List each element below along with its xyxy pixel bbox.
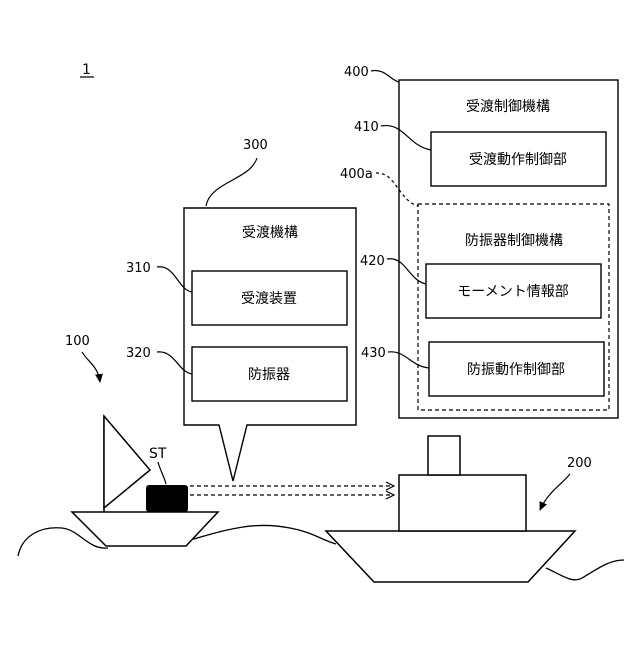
ref-430: 430 bbox=[361, 346, 386, 361]
small-ship-hull bbox=[72, 512, 218, 546]
damper-motion-control-label: 防振動作制御部 bbox=[467, 362, 565, 378]
large-ship bbox=[326, 436, 575, 582]
ref-400a: 400a bbox=[340, 167, 373, 182]
ref-310: 310 bbox=[126, 261, 151, 276]
leader-st bbox=[158, 462, 166, 484]
small-ship-sail bbox=[104, 416, 150, 508]
station-label: ST bbox=[149, 446, 167, 462]
ref-320: 320 bbox=[126, 346, 151, 361]
transfer-arrows bbox=[190, 486, 394, 495]
damper-label: 防振器 bbox=[248, 367, 290, 383]
leader-300 bbox=[206, 158, 257, 206]
leader-200 bbox=[540, 474, 570, 510]
ref-300: 300 bbox=[243, 138, 268, 153]
transfer-control-title: 受渡制御機構 bbox=[466, 99, 550, 115]
large-ship-cabin bbox=[399, 475, 526, 531]
ref-420: 420 bbox=[360, 254, 385, 269]
ref-410: 410 bbox=[354, 120, 379, 135]
ref-100: 100 bbox=[65, 334, 90, 349]
transfer-mechanism-box bbox=[184, 208, 356, 481]
moment-info-label: モーメント情報部 bbox=[457, 284, 568, 300]
transfer-control-group: 受渡制御機構 受渡動作制御部 防振器制御機構 モーメント情報部 防振動作制御部 bbox=[399, 80, 618, 418]
sea-line-middle bbox=[183, 525, 336, 544]
transfer-mechanism-title: 受渡機構 bbox=[242, 225, 298, 241]
sea-line-right bbox=[546, 560, 624, 580]
ref-200: 200 bbox=[567, 456, 592, 471]
large-ship-funnel bbox=[428, 436, 460, 475]
transfer-mechanism-group: 受渡機構 受渡装置 防振器 bbox=[184, 208, 356, 481]
damper-control-title: 防振器制御機構 bbox=[465, 233, 563, 249]
transfer-motion-control-label: 受渡動作制御部 bbox=[469, 152, 567, 168]
large-ship-hull bbox=[326, 531, 575, 582]
figure-number: 1 bbox=[82, 62, 91, 78]
transfer-device-label: 受渡装置 bbox=[241, 291, 297, 307]
leader-400 bbox=[371, 71, 399, 82]
ref-400: 400 bbox=[344, 65, 369, 80]
small-ship: ST bbox=[72, 416, 218, 546]
station-block bbox=[146, 485, 188, 512]
leader-100 bbox=[82, 352, 100, 382]
